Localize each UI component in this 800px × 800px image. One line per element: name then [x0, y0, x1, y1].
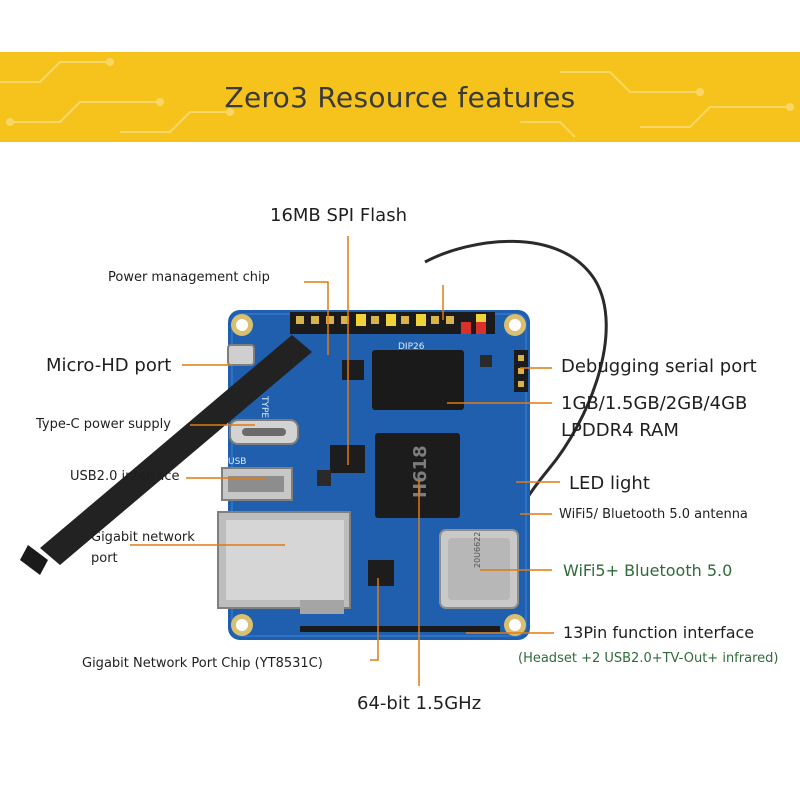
- silk-type: TYPE: [259, 395, 269, 418]
- network-chip: [368, 560, 394, 586]
- label-cpu: 64-bit 1.5GHz: [357, 693, 482, 714]
- ram-chip: [372, 350, 464, 410]
- label-ram-line1: 1GB/1.5GB/2GB/4GB: [561, 393, 748, 414]
- label-pin13-detail: (Headset +2 USB2.0+TV-Out+ infrared): [518, 651, 779, 666]
- label-antenna: WiFi5/ Bluetooth 5.0 antenna: [559, 507, 748, 522]
- label-spi-flash: 16MB SPI Flash: [270, 205, 407, 226]
- leader-lines: [130, 236, 560, 686]
- label-gigabit-port: Gigabit network port: [91, 530, 195, 566]
- soc-chip: [375, 433, 460, 518]
- label-type-c: Type-C power supply: [36, 417, 171, 432]
- circuit-pattern: [0, 58, 794, 138]
- stick-antenna: [40, 335, 312, 565]
- label-usb2: USB2.0 interface: [70, 469, 180, 484]
- micro-hdmi-port: [227, 344, 255, 366]
- label-network-chip: Gigabit Network Port Chip (YT8531C): [82, 656, 323, 671]
- silk-h618: H618: [410, 445, 431, 498]
- label-led: LED light: [569, 473, 650, 494]
- label-ram-line2: LPDDR4 RAM: [561, 420, 679, 441]
- antenna-wire: [424, 239, 608, 521]
- label-debug-serial: Debugging serial port: [561, 356, 757, 377]
- label-micro-hd: Micro-HD port: [46, 355, 172, 376]
- label-wifi-module: WiFi5+ Bluetooth 5.0: [563, 561, 733, 580]
- silk-module: 20U6622: [473, 532, 482, 568]
- silk-usb: USB: [228, 457, 246, 467]
- pin13-header: [300, 626, 500, 632]
- gpio-header: [290, 312, 495, 334]
- label-power-chip: Power management chip: [108, 270, 270, 285]
- title-banner: Zero3 Resource features: [0, 52, 800, 142]
- label-gigabit-port-line2: port: [91, 550, 118, 566]
- label-pin13: 13Pin function interface: [563, 623, 755, 642]
- pmic-chip: [342, 360, 364, 380]
- banner-title: Zero3 Resource features: [224, 80, 576, 114]
- silk-dip26: DIP26: [398, 342, 425, 352]
- label-gigabit-port-line1: Gigabit network: [91, 530, 195, 545]
